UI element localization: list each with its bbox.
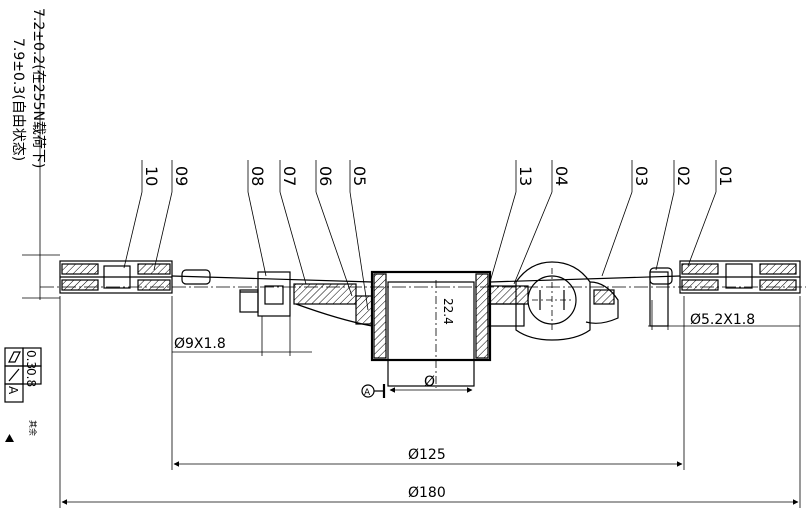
dim-outer-diameter: Ø180: [408, 485, 446, 501]
flatness-symbol-icon: [8, 351, 21, 363]
flatness-value: 0.3: [24, 350, 38, 369]
callout-06: 06: [316, 166, 335, 186]
datum-symbol: A: [361, 384, 386, 398]
dim-hole-left: Ø9X1.8: [174, 336, 226, 352]
callout-03: 03: [632, 166, 651, 186]
runout-symbol-icon: [8, 368, 20, 382]
tol-cell-symbol-flatness: [4, 347, 24, 367]
callout-10: 10: [142, 166, 161, 186]
diameter-dimensions: Ø125 Ø180: [59, 296, 801, 508]
callout-09: 09: [172, 166, 191, 186]
callout-04: 04: [552, 166, 571, 186]
tol-cell-datum: [4, 383, 24, 403]
right-ring: [679, 260, 801, 294]
note-height-loaded: 7.2±0.2(在255N载荷下): [30, 8, 46, 168]
tolerance-frame: 0.3 0.8 A: [4, 347, 42, 403]
dim-bore: 22.4: [441, 298, 455, 325]
callout-02: 02: [674, 166, 693, 186]
dim-hole-right: Ø5.2X1.8: [690, 312, 755, 328]
note-height-free: 7.9±0.3(自由状态): [10, 38, 26, 161]
dim-mid-diameter: Ø125: [408, 447, 446, 463]
footnote-text: 其余: [28, 420, 38, 436]
tol-cell-runout-value: [22, 365, 42, 385]
callout-08: 08: [248, 166, 267, 186]
dim-shaft: Ø: [424, 374, 435, 390]
runout-datum: A: [6, 386, 20, 395]
triangle-marker-icon: [5, 434, 14, 442]
callout-07: 07: [280, 166, 299, 186]
damper-block: [515, 261, 619, 341]
callouts: 10 09 08 07 06 05 13 04 03 02 01: [123, 160, 735, 311]
callout-01: 01: [716, 166, 735, 186]
hub: [370, 270, 529, 388]
runout-value: 0.8: [24, 368, 38, 387]
callout-13: 13: [516, 166, 535, 186]
datum-label: A: [364, 388, 371, 398]
callout-05: 05: [350, 166, 369, 186]
hole-dimensions: Ø9X1.8 Ø5.2X1.8: [172, 300, 800, 356]
